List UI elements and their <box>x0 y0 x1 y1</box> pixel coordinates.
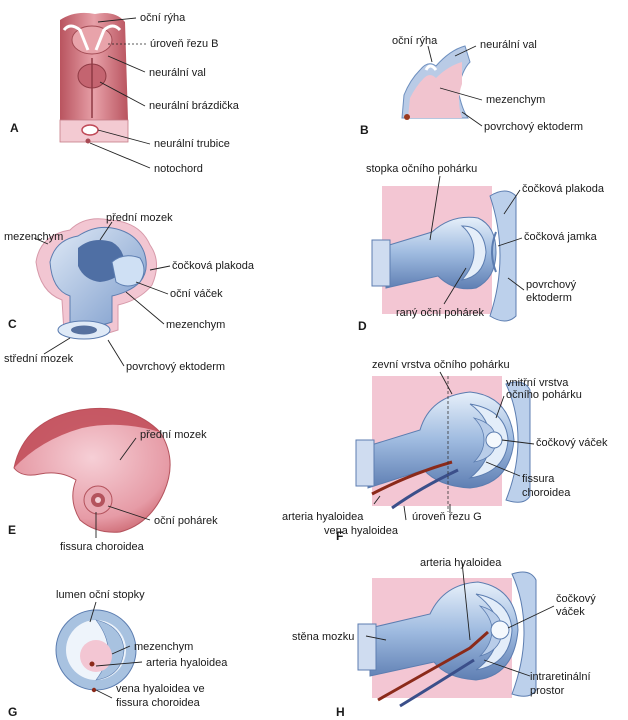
label-h-intraretinalni-1: intraretinální <box>530 671 591 683</box>
label-c-predni-mozek: přední mozek <box>106 212 173 224</box>
vein-h <box>399 658 475 708</box>
label-a-uroven-rezu-b: úroveň řezu B <box>150 38 218 50</box>
label-f-uroven-rezu-g: úroveň řezu G <box>412 511 482 523</box>
lens-e <box>95 497 101 503</box>
vein-f <box>391 468 459 510</box>
label-g-lumen: lumen oční stopky <box>56 589 145 601</box>
label-d-cockova-plakoda: čočková plakoda <box>522 183 605 195</box>
label-g-mezenchym: mezenchym <box>134 641 193 653</box>
label-d-stopka: stopka očního pohárku <box>366 163 477 175</box>
label-d-povrchovy-2: ektoderm <box>526 292 572 304</box>
label-a-ocni-ryha: oční rýha <box>140 12 186 24</box>
label-f-vnitrni-2: očního pohárku <box>506 389 582 401</box>
panel-d: stopka očního pohárku čočková plakoda čo… <box>358 163 605 333</box>
panel-letter-b: B <box>360 123 369 137</box>
artery-h <box>377 630 489 702</box>
label-e-fissura-choroidea: fissura choroidea <box>60 541 145 553</box>
midbrain-lumen <box>71 325 97 335</box>
neural-tube-section <box>81 124 99 136</box>
label-g-arteria: arteria hyaloidea <box>146 657 228 669</box>
surface-ectoderm-h <box>511 571 537 697</box>
label-c-mezenchym-right: mezenchym <box>166 319 225 331</box>
panel-letter-g: G <box>8 705 17 719</box>
stalk-cut-d <box>371 239 391 287</box>
label-a-neuralni-brazdicka: neurální brázdička <box>149 100 240 112</box>
label-b-povrchovy-ektoderm: povrchový ektoderm <box>484 121 583 133</box>
label-h-intraretinalni-2: prostor <box>530 685 565 697</box>
label-f-fissura-1: fissura <box>522 473 555 485</box>
stalk-cut-h <box>357 623 377 671</box>
label-c-ocni-vacek: oční váček <box>170 288 223 300</box>
label-g-vena-1: vena hyaloidea ve <box>116 683 205 695</box>
label-f-vena: vena hyaloidea <box>324 525 399 537</box>
label-a-notochord: notochord <box>154 163 203 175</box>
label-d-rany-ocni-poharek: raný oční pohárek <box>396 307 485 319</box>
surface-ectoderm-d <box>489 190 517 322</box>
panel-b: oční rýha neurální val mezenchym povrcho… <box>360 35 583 137</box>
label-h-arteria: arteria hyaloidea <box>420 557 502 569</box>
label-b-mezenchym: mezenchym <box>486 94 545 106</box>
label-b-neuralni-val: neurální val <box>480 39 537 51</box>
panel-e: přední mozek oční pohárek fissura choroi… <box>8 407 218 553</box>
label-d-cockova-jamka: čočková jamka <box>524 231 598 243</box>
lens-pit-d <box>491 231 497 273</box>
panel-a: oční rýha úroveň řezu B neurální val neu… <box>10 12 240 175</box>
forebrain-lumen <box>78 240 125 282</box>
label-h-cockovy-2: váček <box>556 606 585 618</box>
label-b-ocni-ryha: oční rýha <box>392 35 438 47</box>
panel-h: arteria hyaloidea čočkový váček stěna mo… <box>292 557 596 719</box>
label-f-cockovy-vacek: čočkový váček <box>536 437 608 449</box>
panel-g: lumen oční stopky mezenchym arteria hyal… <box>8 589 228 719</box>
label-a-neuralni-val: neurální val <box>149 67 206 79</box>
stalk-cut-f <box>355 439 375 487</box>
panel-letter-f: F <box>336 529 343 543</box>
forebrain-top-e <box>14 408 160 468</box>
label-h-cockovy-1: čočkový <box>556 593 596 605</box>
label-e-predni-mozek: přední mozek <box>140 429 207 441</box>
panel-letter-d: D <box>358 319 367 333</box>
artery-f <box>371 460 453 496</box>
optic-groove-right <box>94 24 122 51</box>
label-f-zevni-vrstva: zevní vrstva očního pohárku <box>372 359 510 371</box>
panel-f: zevní vrstva očního pohárku vnitřní vrst… <box>282 359 608 543</box>
optic-vesicle <box>111 255 145 287</box>
label-d-povrchovy-1: povrchový <box>526 279 577 291</box>
panel-letter-c: C <box>8 317 17 331</box>
mesenchyme-g <box>80 640 112 672</box>
optic-groove-left <box>62 24 90 51</box>
label-f-vnitrni-1: vnitřní vrstva <box>506 377 569 389</box>
panel-letter-e: E <box>8 523 16 537</box>
label-c-stredni-mozek: střední mozek <box>4 353 74 365</box>
label-g-vena-2: fissura choroidea <box>116 697 201 709</box>
notochord-b <box>404 114 410 120</box>
label-c-cockova-plakoda: čočková plakoda <box>172 260 255 272</box>
label-e-ocni-poharek: oční pohárek <box>154 515 218 527</box>
mesenchyme-fill <box>408 62 462 118</box>
vein-g <box>91 687 97 693</box>
panel-c: mezenchym přední mozek čočková plakoda o… <box>4 212 255 373</box>
notochord-dot <box>85 138 91 144</box>
optic-stalk-f <box>367 391 515 489</box>
panel-letter-a: A <box>10 121 19 135</box>
label-f-fissura-2: choroidea <box>522 487 571 499</box>
label-c-mezenchym-left: mezenchym <box>4 231 63 243</box>
label-h-stena-mozku: stěna mozku <box>292 631 354 643</box>
label-a-neuralni-trubice: neurální trubice <box>154 138 230 150</box>
label-f-arteria: arteria hyaloidea <box>282 511 364 523</box>
lens-vesicle-f <box>485 431 503 449</box>
artery-g <box>89 661 95 667</box>
label-c-povrchovy-ektoderm: povrchový ektoderm <box>126 361 225 373</box>
optic-groove-b <box>424 64 438 71</box>
early-cup-d <box>460 225 487 281</box>
lens-vesicle-h <box>490 620 510 640</box>
panel-letter-h: H <box>336 705 345 719</box>
